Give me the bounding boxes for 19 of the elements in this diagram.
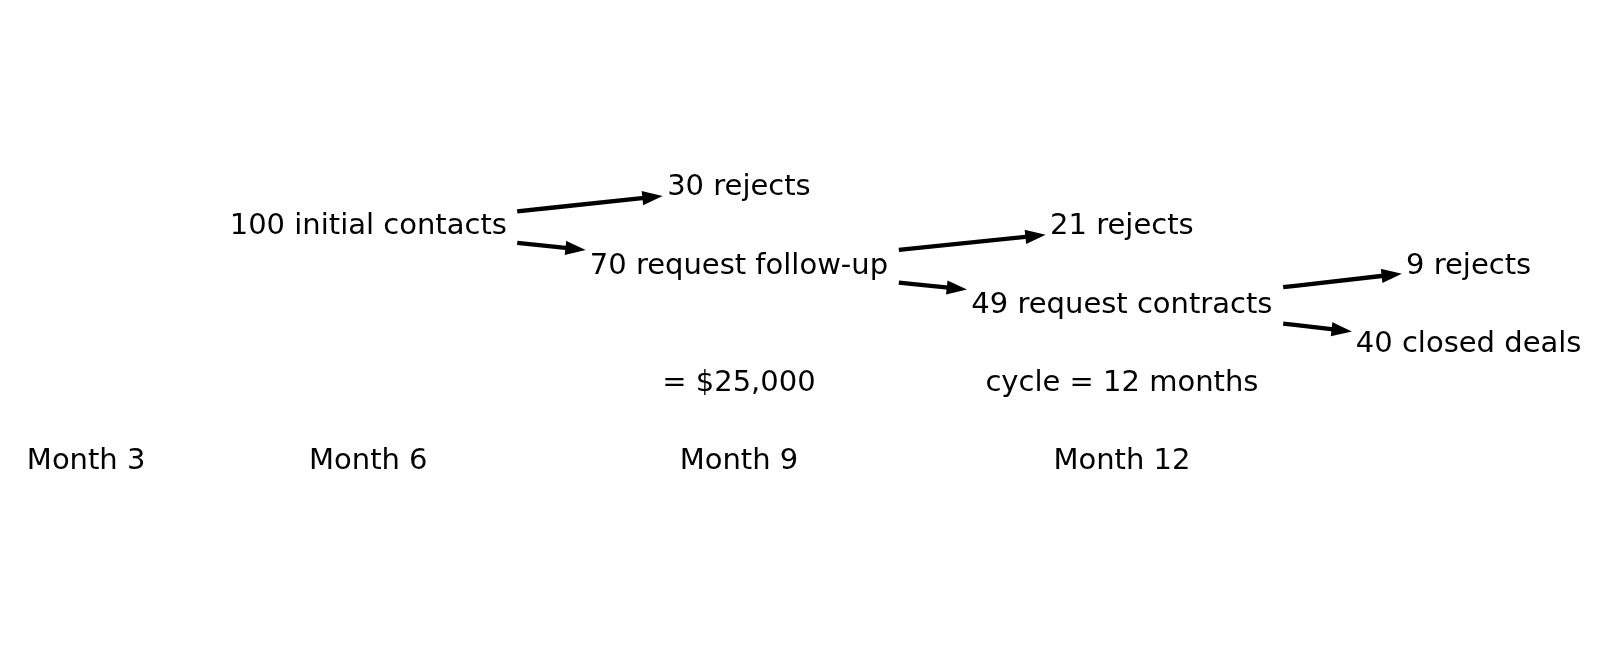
node-text: 40 closed deals	[1355, 324, 1582, 359]
label: cycle = 12 months	[985, 363, 1259, 398]
label: = $25,000	[662, 363, 816, 398]
arrow	[1282, 320, 1352, 336]
arrow	[517, 190, 663, 214]
node-text: 9 rejects	[1406, 246, 1532, 280]
label: Month 3	[26, 441, 146, 476]
arrow	[898, 279, 967, 295]
node-text: 100 initial contacts	[229, 206, 507, 241]
label: Month 12	[1053, 441, 1191, 476]
arrow	[517, 240, 586, 255]
arrow	[898, 229, 1046, 252]
arrow	[1282, 268, 1402, 289]
label: Month 6	[309, 441, 428, 476]
label: Month 9	[679, 441, 799, 476]
node-text: 30 rejects	[667, 167, 811, 202]
node-text: 21 rejects	[1050, 206, 1194, 241]
node-text: 49 request contracts	[971, 285, 1273, 320]
node-text: 70 request follow-up	[589, 246, 889, 280]
